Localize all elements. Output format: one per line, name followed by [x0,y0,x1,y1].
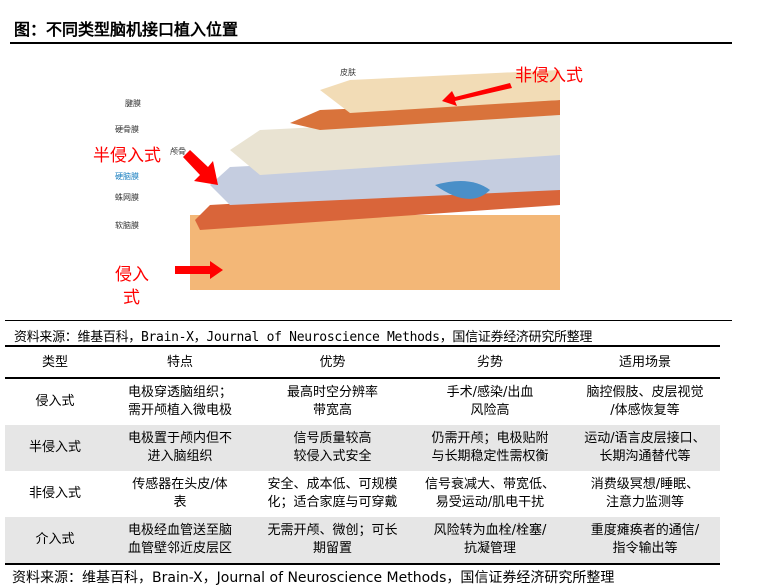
cell-cons: 仍需开颅；电极贴附与长期稳定性需权衡 [410,425,570,471]
table-row: 非侵入式传感器在头皮/体表安全、成本低、可规模化；适合家庭与可穿戴信号衰减大、带… [5,471,720,517]
cell-feature: 传感器在头皮/体表 [105,471,255,517]
header-cons: 劣势 [476,354,503,370]
cell-line: 长期沟通替代等 [599,449,691,464]
cell-line: 电极穿透脑组织； [127,385,232,400]
cell-line: 重度瘫痪者的通信/ [590,523,700,538]
cell-line: 进入脑组织 [147,449,213,464]
cell-line: 风险高 [470,403,510,418]
cell-line: 信号质量较高 [293,431,372,446]
cell-line: 需开颅植入微电极 [127,403,232,418]
label-semi-invasive: 半侵入式 [93,146,161,166]
brain-tissue [190,215,560,290]
cell-line: 带宽高 [312,403,352,418]
layer-labels: 皮肤 腱膜 硬骨膜 颅骨 硬脑膜 蛛网膜 软脑膜 [115,67,356,230]
cell-line: 风险转为血栓/栓塞/ [433,523,547,538]
cell-type: 介入式 [5,517,105,565]
cell-use: 运动/语言皮层接口、长期沟通替代等 [570,425,720,471]
title-divider [10,42,732,44]
cell-line: 易受运动/肌电干扰 [435,495,545,510]
table-row: 半侵入式电极置于颅内但不进入脑组织信号质量较高较侵入式安全仍需开颅；电极贴附与长… [5,425,720,471]
skull-layer [230,115,560,175]
label-invasive-1: 侵入 [115,265,149,285]
cell-text: 半侵入式 [28,440,81,455]
cell-line: 指令输出等 [612,541,678,556]
cell-line: 消费级冥想/睡眠、 [590,477,700,492]
cell-text: 侵入式 [35,394,75,409]
bci-comparison-table: 类型 特点 优势 劣势 适用场景 侵入式 电极穿透脑组织； 需开颅植入微电极 最高时空… [5,348,720,565]
arrow-non-invasive-icon [442,83,512,106]
cell-line: 无需开颅、微创；可长 [267,523,398,538]
cell-type: 非侵入式 [5,471,105,517]
cell-line: 传感器在头皮/体 [132,477,228,492]
cell-line: 运动/语言皮层接口、 [584,431,706,446]
cell-pros: 安全、成本低、可规模化；适合家庭与可穿戴 [255,471,410,517]
label-dura: 硬脑膜 [115,171,139,181]
cell-line: 信号衰减大、带宽低、 [424,477,555,492]
label-invasive-2: 式 [123,288,140,308]
cell-line: 化；适合家庭与可穿戴 [267,495,398,510]
cell-line: 电极置于颅内但不 [127,431,232,446]
cell-line: 表 [173,495,187,510]
source-top-rule [5,320,732,321]
sinus [435,181,490,199]
cell-line: 最高时空分辨率 [286,385,378,400]
source-note-bottom: 资料来源：维基百科，Brain-X，Journal of Neuroscienc… [12,570,615,586]
cell-feature: 电极置于颅内但不进入脑组织 [105,425,255,471]
cell-feature: 电极经血管送至脑血管壁邻近皮层区 [105,517,255,565]
cell-cons: 风险转为血栓/栓塞/抗凝管理 [410,517,570,565]
cell-use: 重度瘫痪者的通信/指令输出等 [570,517,720,565]
cell-feature: 电极穿透脑组织； 需开颅植入微电极 [105,377,255,425]
cell-cons: 手术/感染/出血风险高 [410,377,570,425]
label-non-invasive: 非侵入式 [515,66,583,86]
table-row: 侵入式电极穿透脑组织；需开颅植入微电极最高时空分辨率带宽高手术/感染/出血风险高… [5,377,720,425]
cell-line: /体感恢复等 [610,403,680,418]
table-header-row: 类型 特点 优势 劣势 适用场景 [5,348,720,378]
cell-line: 脑控假肢、皮层视觉 [586,385,704,400]
cell-type: 半侵入式 [5,425,105,471]
header-feature: 特点 [166,354,193,370]
cell-use: 脑控假肢、皮层视觉/体感恢复等 [570,377,720,425]
cell-use: 消费级冥想/睡眠、注意力监测等 [570,471,720,517]
cell-line: 期留置 [312,541,352,556]
cell-type: 侵入式 [5,377,105,425]
aponeurosis-layer [290,100,560,130]
label-aponeurosis: 腱膜 [125,98,141,108]
figure-title: 图：不同类型脑机接口植入位置 [14,20,239,39]
cell-pros: 信号质量较高较侵入式安全 [255,425,410,471]
label-pia: 软脑膜 [115,220,139,230]
label-periosteum: 硬骨膜 [115,124,139,134]
table-top-rule [5,345,720,347]
source-note-top: 资料来源：维基百科，Brain-X，Journal of Neuroscienc… [14,330,593,345]
label-arachnoid: 蛛网膜 [115,192,139,202]
cell-line: 手术/感染/出血 [446,385,534,400]
arrow-semi-invasive-icon [183,150,218,185]
skin-layer [320,70,560,113]
cell-pros: 无需开颅、微创；可长期留置 [255,517,410,565]
table-row: 介入式电极经血管送至脑血管壁邻近皮层区无需开颅、微创；可长期留置风险转为血栓/栓… [5,517,720,565]
cell-line: 抗凝管理 [463,541,516,556]
cell-line: 仍需开颅；电极贴附 [431,431,549,446]
cell-line: 安全、成本低、可规模 [267,477,398,492]
label-skull: 颅骨 [170,146,186,156]
cell-pros: 最高时空分辨率带宽高 [255,377,410,425]
cell-line: 较侵入式安全 [293,449,372,464]
cell-line: 与长期稳定性需权衡 [431,449,549,464]
cell-line: 血管壁邻近皮层区 [127,541,232,556]
brain-layers-diagram: 皮肤 腱膜 硬骨膜 颅骨 硬脑膜 蛛网膜 软脑膜 非侵入式 半侵入式 侵入 式 [93,66,583,308]
arrow-invasive-icon [175,261,223,279]
cell-line: 注意力监测等 [605,495,684,510]
header-pros: 优势 [319,354,346,370]
cell-text: 非侵入式 [28,486,81,501]
cell-cons: 信号衰减大、带宽低、易受运动/肌电干扰 [410,471,570,517]
header-use: 适用场景 [618,354,671,370]
header-type: 类型 [41,354,68,370]
cell-text: 介入式 [35,532,75,547]
label-skin: 皮肤 [340,67,356,77]
cell-line: 电极经血管送至脑 [127,523,232,538]
